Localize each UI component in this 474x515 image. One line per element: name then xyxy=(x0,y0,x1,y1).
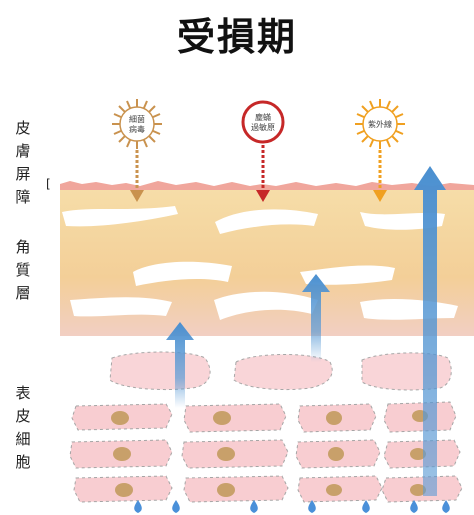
nucleus xyxy=(326,411,342,425)
water-drops xyxy=(134,500,450,513)
source-label-line1: 紫外線 xyxy=(368,119,392,129)
allergen-ring-icon xyxy=(241,100,285,144)
source-uv: 紫外線 xyxy=(355,99,405,202)
crack xyxy=(62,206,178,227)
nucleus xyxy=(217,483,235,497)
down-arrow-icon xyxy=(256,190,270,202)
source-label-line1: 細菌 xyxy=(129,114,145,124)
crack xyxy=(133,261,232,286)
source-label-line1: 塵蟎 xyxy=(255,112,271,122)
source-label-line2: 病毒 xyxy=(129,124,145,134)
crack xyxy=(214,291,318,320)
down-arrow-icon xyxy=(130,190,144,202)
skin-surface xyxy=(60,181,474,190)
nucleus xyxy=(328,447,344,461)
water-loss-arrow xyxy=(302,274,330,362)
water-drop xyxy=(308,500,316,513)
water-loss-arrows xyxy=(166,166,446,496)
water-loss-arrow xyxy=(166,322,194,408)
water-drop xyxy=(172,500,180,513)
page-title: 受損期 xyxy=(176,15,297,59)
epidermal-cell xyxy=(183,403,287,433)
epidermal-cell xyxy=(361,352,452,391)
source-bacteria-virus: 細菌 病毒 xyxy=(112,99,162,202)
crack xyxy=(215,209,318,234)
crack xyxy=(70,297,172,317)
nucleus xyxy=(410,484,426,496)
crack xyxy=(300,265,395,285)
epidermal-cell xyxy=(183,475,289,503)
down-arrow-icon xyxy=(373,190,387,202)
epidermis-row-1 xyxy=(109,351,452,391)
nucleus xyxy=(115,483,133,497)
source-label-line2: 過敏原 xyxy=(251,122,275,132)
water-drop xyxy=(250,500,258,513)
water-drop xyxy=(134,500,142,513)
layer-label-barrier: 皮膚屏障 xyxy=(15,119,31,206)
nucleus xyxy=(410,448,426,460)
nucleus xyxy=(217,447,235,461)
water-drop xyxy=(362,500,370,513)
barrier-bracket: [ xyxy=(46,177,51,191)
layer-label-stratum-corneum: 角質層 xyxy=(15,238,31,302)
nucleus xyxy=(113,447,131,461)
water-drop xyxy=(442,500,450,513)
layer-label-epidermis: 表皮細胞 xyxy=(15,384,31,471)
nucleus xyxy=(111,411,129,425)
water-loss-arrow-large xyxy=(414,166,446,496)
source-dust-mite-allergen: 塵蟎 過敏原 xyxy=(241,100,285,202)
epidermal-cell xyxy=(233,354,333,391)
epidermal-cell xyxy=(109,351,211,391)
nucleus xyxy=(326,484,342,496)
nucleus xyxy=(213,411,231,425)
water-drop xyxy=(410,500,418,513)
